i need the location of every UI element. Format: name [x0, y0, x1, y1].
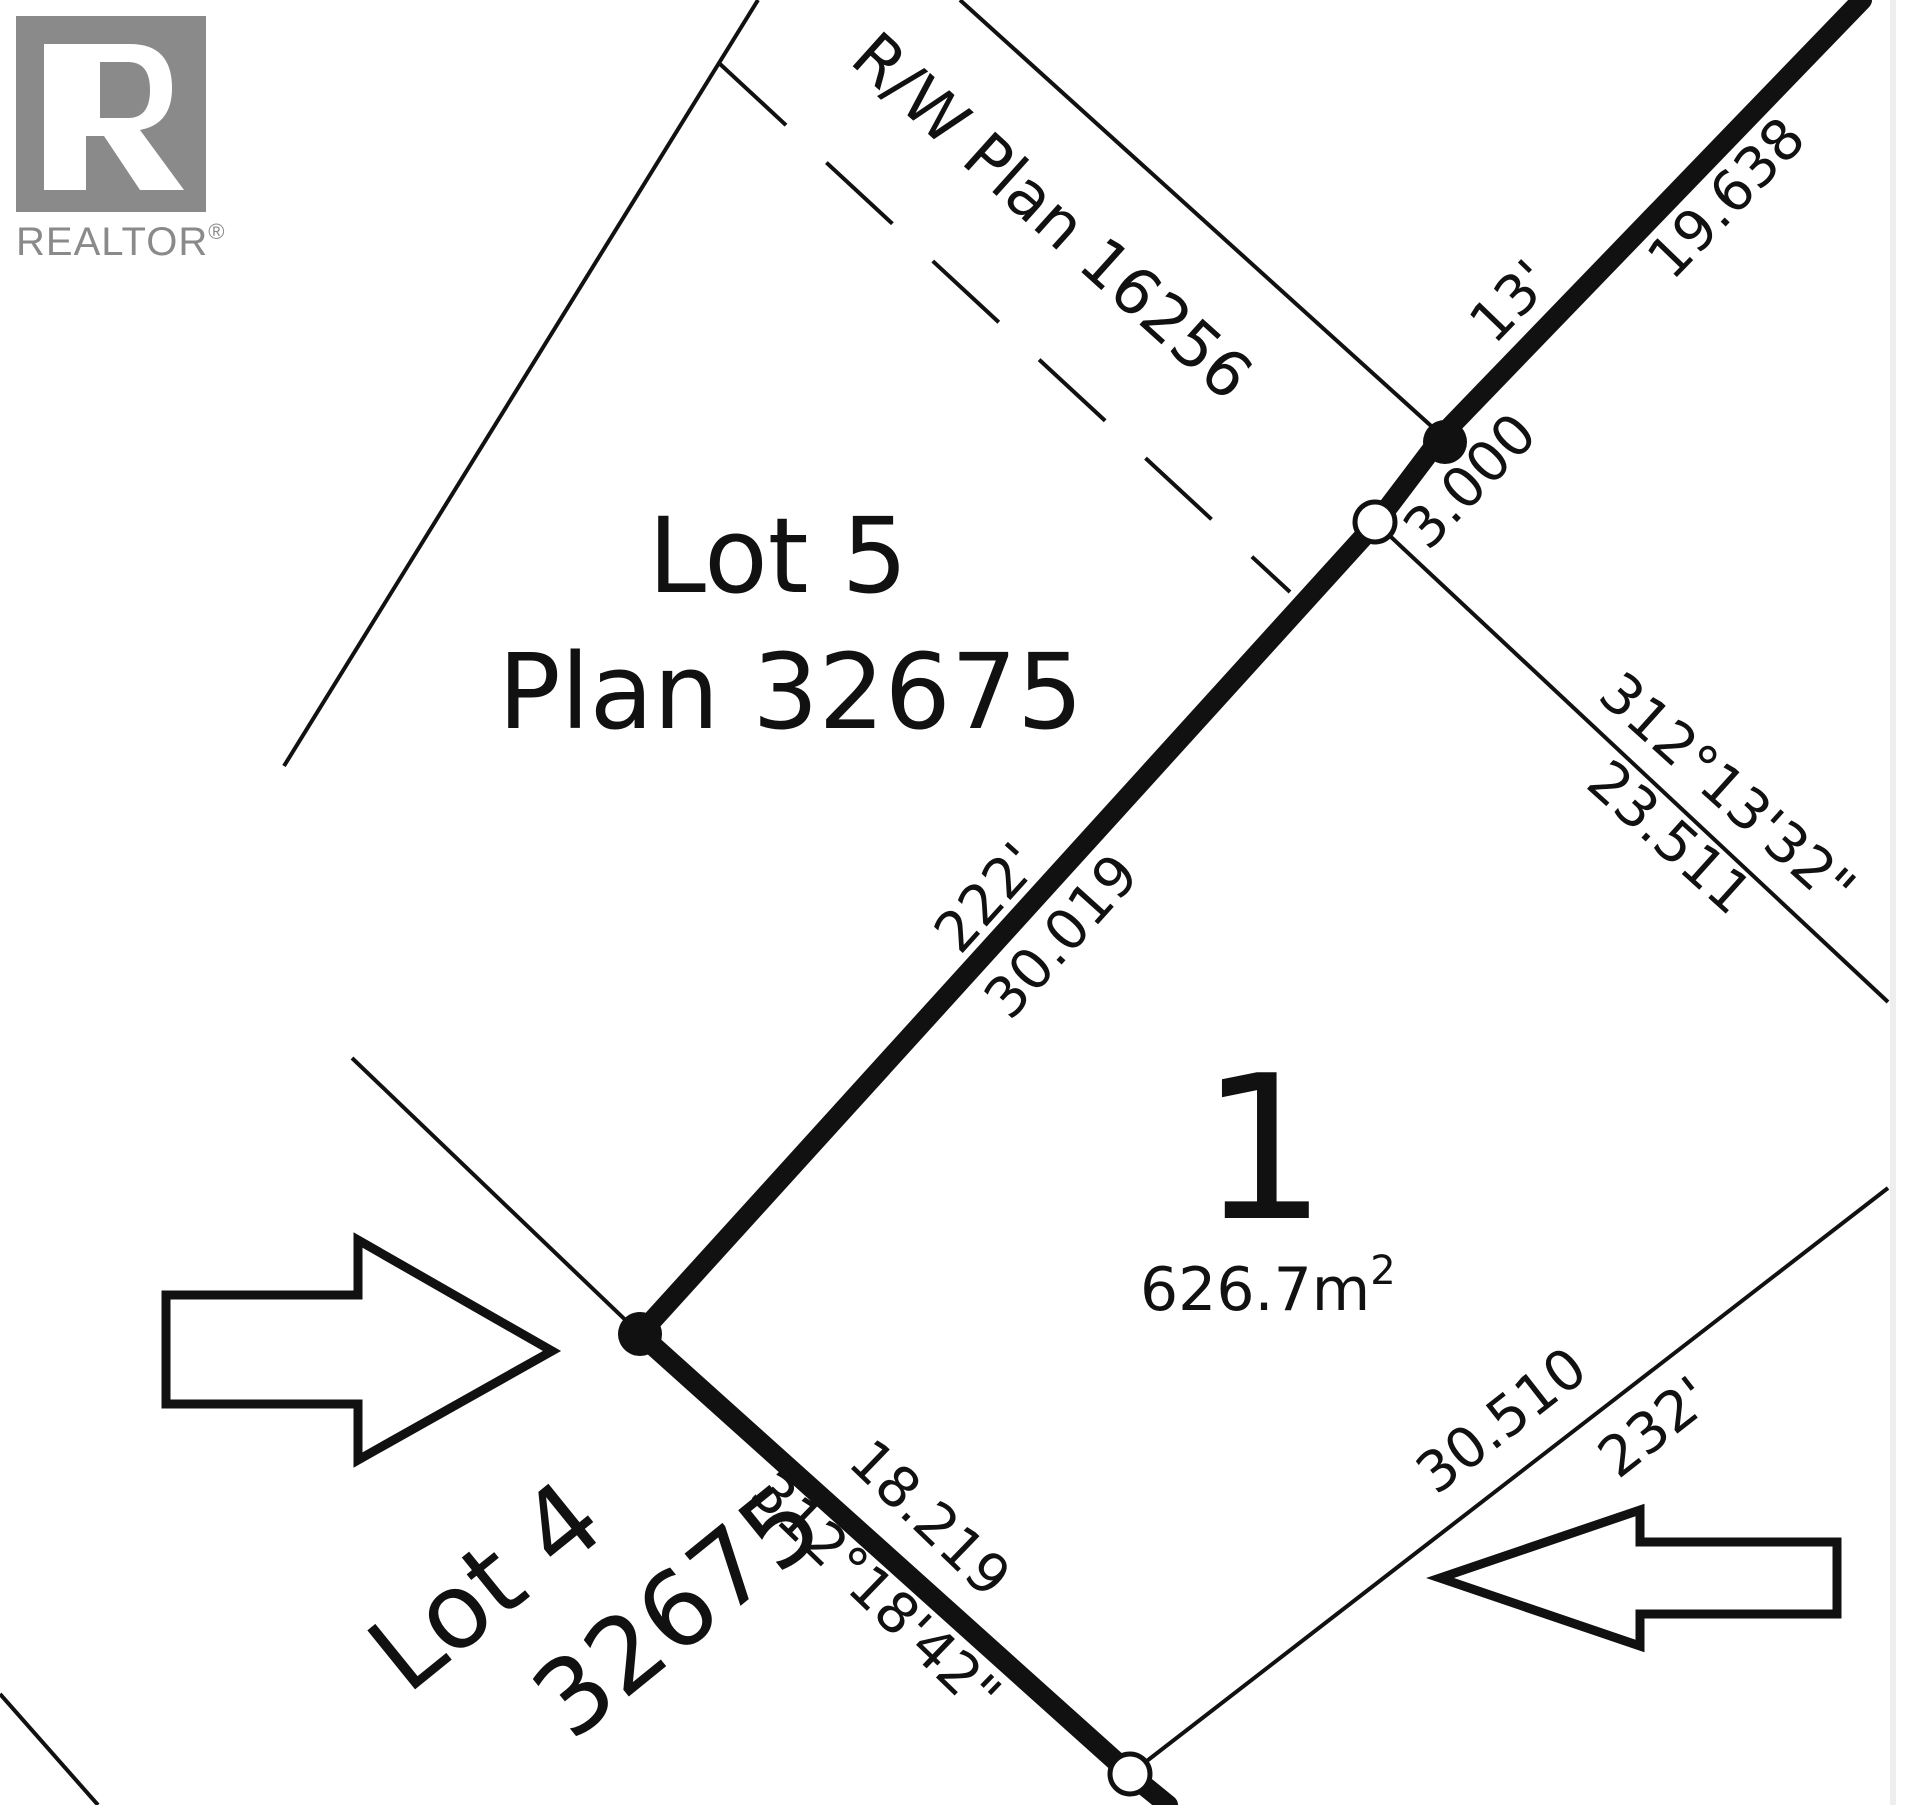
monument-dot-top [1423, 420, 1467, 464]
subject-lot-number: 1 [1200, 1033, 1327, 1266]
dim-30510: 30.510 [1405, 1335, 1599, 1507]
lot4-west-boundary [0, 1692, 100, 1805]
subject-lot-label: 1 626.7m2 [1140, 1033, 1396, 1325]
svg-text:REALTOR®: REALTOR® [16, 219, 225, 264]
lot1-south-boundary [1128, 1186, 1890, 1776]
arrow-right-icon [161, 1232, 562, 1468]
dim-232ft: 232' [1587, 1365, 1723, 1492]
registered-mark: ® [208, 219, 225, 244]
lot1-north-boundary [1373, 520, 1890, 1004]
monument-circle-top [1352, 499, 1398, 545]
rw-dashed-line [718, 62, 1292, 594]
realtor-wordmark: REALTOR [16, 220, 208, 264]
subject-lot-area: 626.7m2 [1140, 1248, 1396, 1325]
dim-13ft: 13' [1457, 248, 1564, 355]
lot5-title: Lot 5 [648, 495, 908, 617]
monument-circle-bottom [1107, 1751, 1153, 1797]
rw-north-boundary [958, 0, 1442, 436]
arrow-left-icon [1426, 1503, 1842, 1653]
realtor-logo: REALTOR® [16, 16, 225, 264]
area-superscript: 2 [1370, 1248, 1395, 1294]
lot4-north-boundary [350, 1056, 642, 1336]
lot5-label: Lot 5 Plan 32675 [498, 495, 1083, 753]
lot5-plan: Plan 32675 [498, 631, 1083, 753]
lot5-west-boundary [282, 0, 760, 768]
monument-dot-bottom [618, 1312, 662, 1356]
